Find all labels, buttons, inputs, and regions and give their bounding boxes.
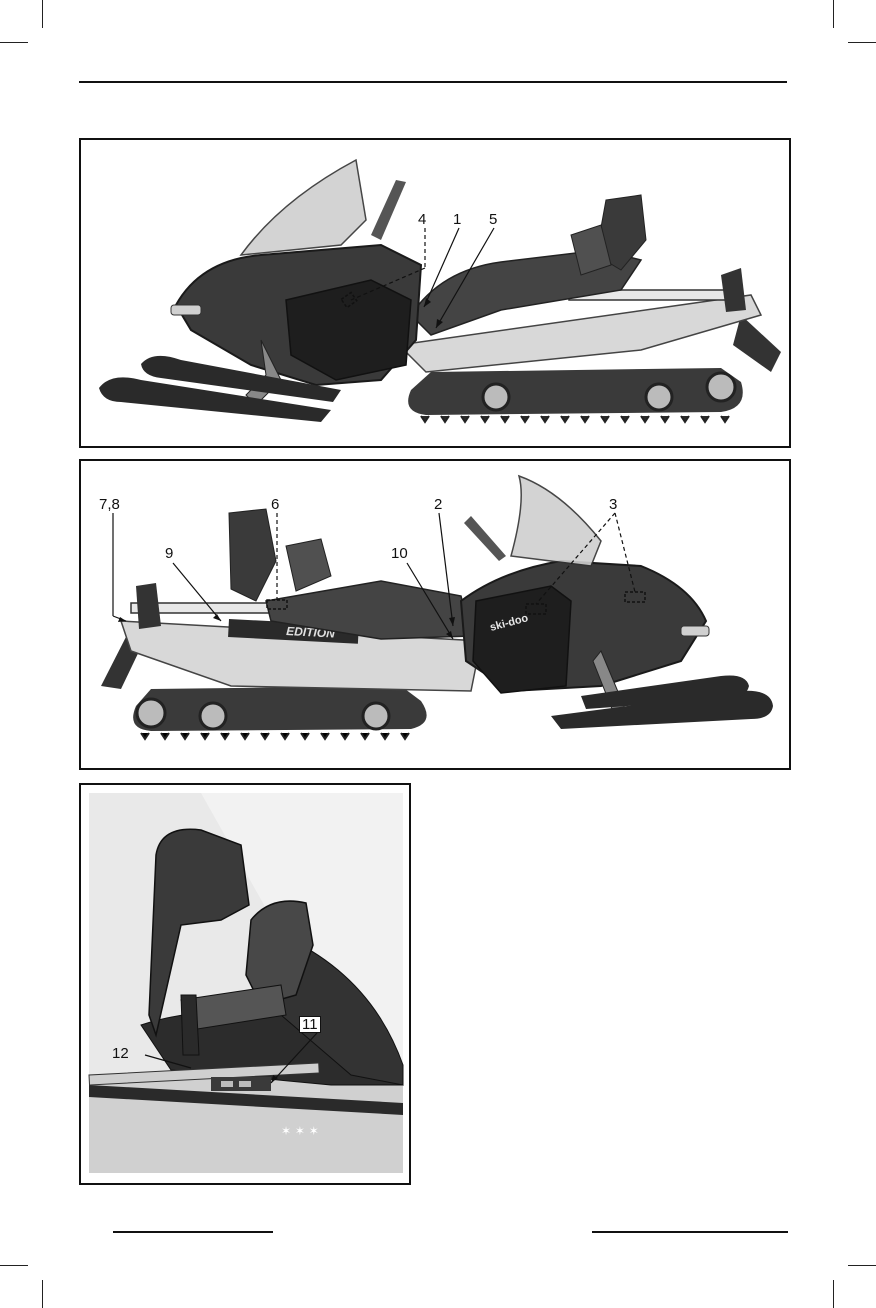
- bogie-wheel: [707, 373, 735, 401]
- callout-10: 10: [391, 546, 408, 561]
- crop-mark: [848, 1265, 876, 1266]
- callout-7-8: 7,8: [99, 497, 120, 512]
- bogie-wheel: [483, 384, 509, 410]
- bogie-wheel: [363, 703, 389, 729]
- crop-mark: [42, 0, 43, 28]
- callout-11: 11: [299, 1016, 321, 1033]
- crop-mark: [833, 0, 834, 28]
- callout-2: 2: [434, 497, 442, 512]
- crop-mark: [833, 1280, 834, 1308]
- callout-9: 9: [165, 546, 173, 561]
- footer-rule-left: [113, 1231, 273, 1233]
- figure-middle-side-view: EDITION ski-doo: [79, 459, 791, 770]
- crop-mark: [848, 42, 876, 43]
- header-rule: [79, 81, 787, 83]
- callout-3: 3: [609, 497, 617, 512]
- callout-4: 4: [418, 212, 426, 227]
- crop-mark: [0, 1265, 28, 1266]
- crop-mark: [0, 42, 28, 43]
- bogie-wheel: [137, 699, 165, 727]
- figure-bottom-seat-closeup: ✶ ✶ ✶ 12 11: [79, 783, 411, 1185]
- callout-6: 6: [271, 497, 279, 512]
- callout-5: 5: [489, 212, 497, 227]
- bogie-wheel: [646, 384, 672, 410]
- svg-text:✶ ✶ ✶: ✶ ✶ ✶: [281, 1124, 319, 1138]
- bogie-wheel: [200, 703, 226, 729]
- passenger-seat-closeup-photo: ✶ ✶ ✶: [81, 785, 409, 1183]
- footer-rule-right: [592, 1231, 788, 1233]
- figure-top-side-view: 4 1 5: [79, 138, 791, 448]
- crop-mark: [42, 1280, 43, 1308]
- callout-1: 1: [453, 212, 461, 227]
- snowmobile-left-side-illustration: [81, 140, 789, 446]
- callout-12: 12: [112, 1046, 129, 1061]
